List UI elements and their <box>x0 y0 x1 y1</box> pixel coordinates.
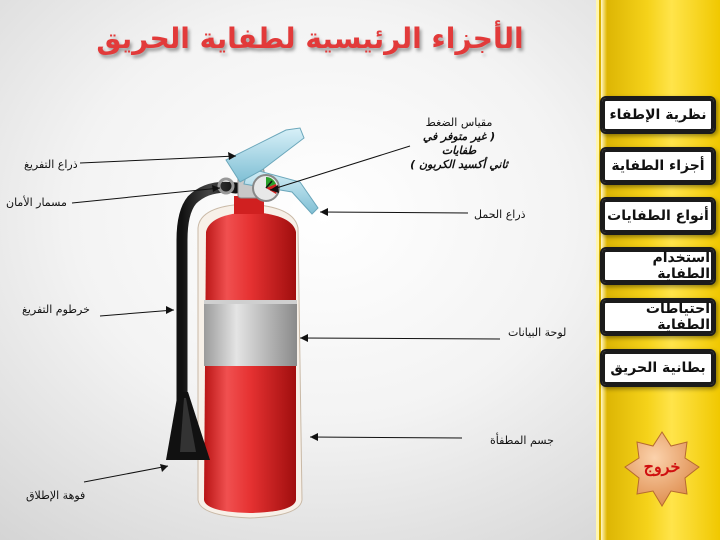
arrow-head <box>160 464 168 472</box>
leader-nozzle <box>83 465 169 483</box>
exit-label: خروج <box>643 457 681 476</box>
menu-item-label: أجزاء الطفاية <box>611 158 705 174</box>
leader-carry-handle <box>319 211 469 214</box>
label-safety-pin: مسمار الأمان <box>6 196 67 209</box>
menu-item-label: نظرية الإطفاء <box>609 107 707 123</box>
exit-button[interactable]: خروج <box>623 430 701 508</box>
leader-body <box>309 436 463 439</box>
arrow-head <box>166 306 174 314</box>
label-body: جسم المطفأة <box>490 434 554 447</box>
menu-item-extinguisher-precautions[interactable]: احتياطات الطفاية <box>600 298 716 336</box>
safety-pin-ring <box>217 177 235 195</box>
menu-item-extinguisher-parts[interactable]: أجزاء الطفاية <box>600 147 716 185</box>
arrow-head <box>300 334 308 342</box>
label-carry-handle: ذراع الحمل <box>474 208 526 221</box>
cylinder-neck <box>234 196 264 214</box>
arrow-head <box>228 152 236 160</box>
fire-extinguisher-diagram <box>71 127 501 519</box>
label-discharge-lever: ذراع التفريغ <box>24 158 78 171</box>
menu-item-fire-blanket[interactable]: بطانية الحريق <box>600 349 716 387</box>
gauge-label-line2: ( غير متوفر في طفايات <box>422 130 496 157</box>
label-nozzle: فوهة الإطلاق <box>26 489 86 502</box>
arrow-head <box>270 185 279 193</box>
arrow-head <box>212 185 220 192</box>
leader-discharge-lever <box>79 155 237 164</box>
leader-hose <box>99 309 175 317</box>
leader-safety-pin <box>71 187 221 204</box>
arrow-head <box>310 433 318 441</box>
label-discharge-hose: خرطوم التفريغ <box>22 303 90 316</box>
menu-item-label: احتياطات الطفاية <box>645 301 710 333</box>
menu-item-label: استخدام الطفاية <box>652 250 710 282</box>
discharge-lever <box>225 127 305 183</box>
menu-item-label: بطانية الحريق <box>610 360 706 376</box>
menu-item-extinguisher-usage[interactable]: استخدام الطفاية <box>600 247 716 285</box>
menu-item-extinguisher-types[interactable]: أنواع الطفايات <box>600 197 716 235</box>
gauge-label-line3: ثاني أكسيد الكربون ) <box>410 158 508 171</box>
arrow-head <box>320 208 328 216</box>
label-pressure-gauge: مقياس الضغط ( غير متوفر في طفايات ثاني أ… <box>404 116 514 172</box>
star-badge-icon <box>624 431 700 507</box>
menu-item-label: أنواع الطفايات <box>607 208 709 224</box>
label-data-plate: لوحة البيانات <box>508 326 567 339</box>
data-plate-band <box>204 300 297 366</box>
menu-item-extinguishing-theory[interactable]: نظرية الإطفاء <box>600 96 716 134</box>
leader-data-plate <box>299 337 501 340</box>
leader-gauge <box>269 145 411 191</box>
gauge-label-line1: مقياس الضغط <box>425 116 493 129</box>
slide-title: الأجزاء الرئيسية لطفاية الحريق <box>96 22 524 55</box>
